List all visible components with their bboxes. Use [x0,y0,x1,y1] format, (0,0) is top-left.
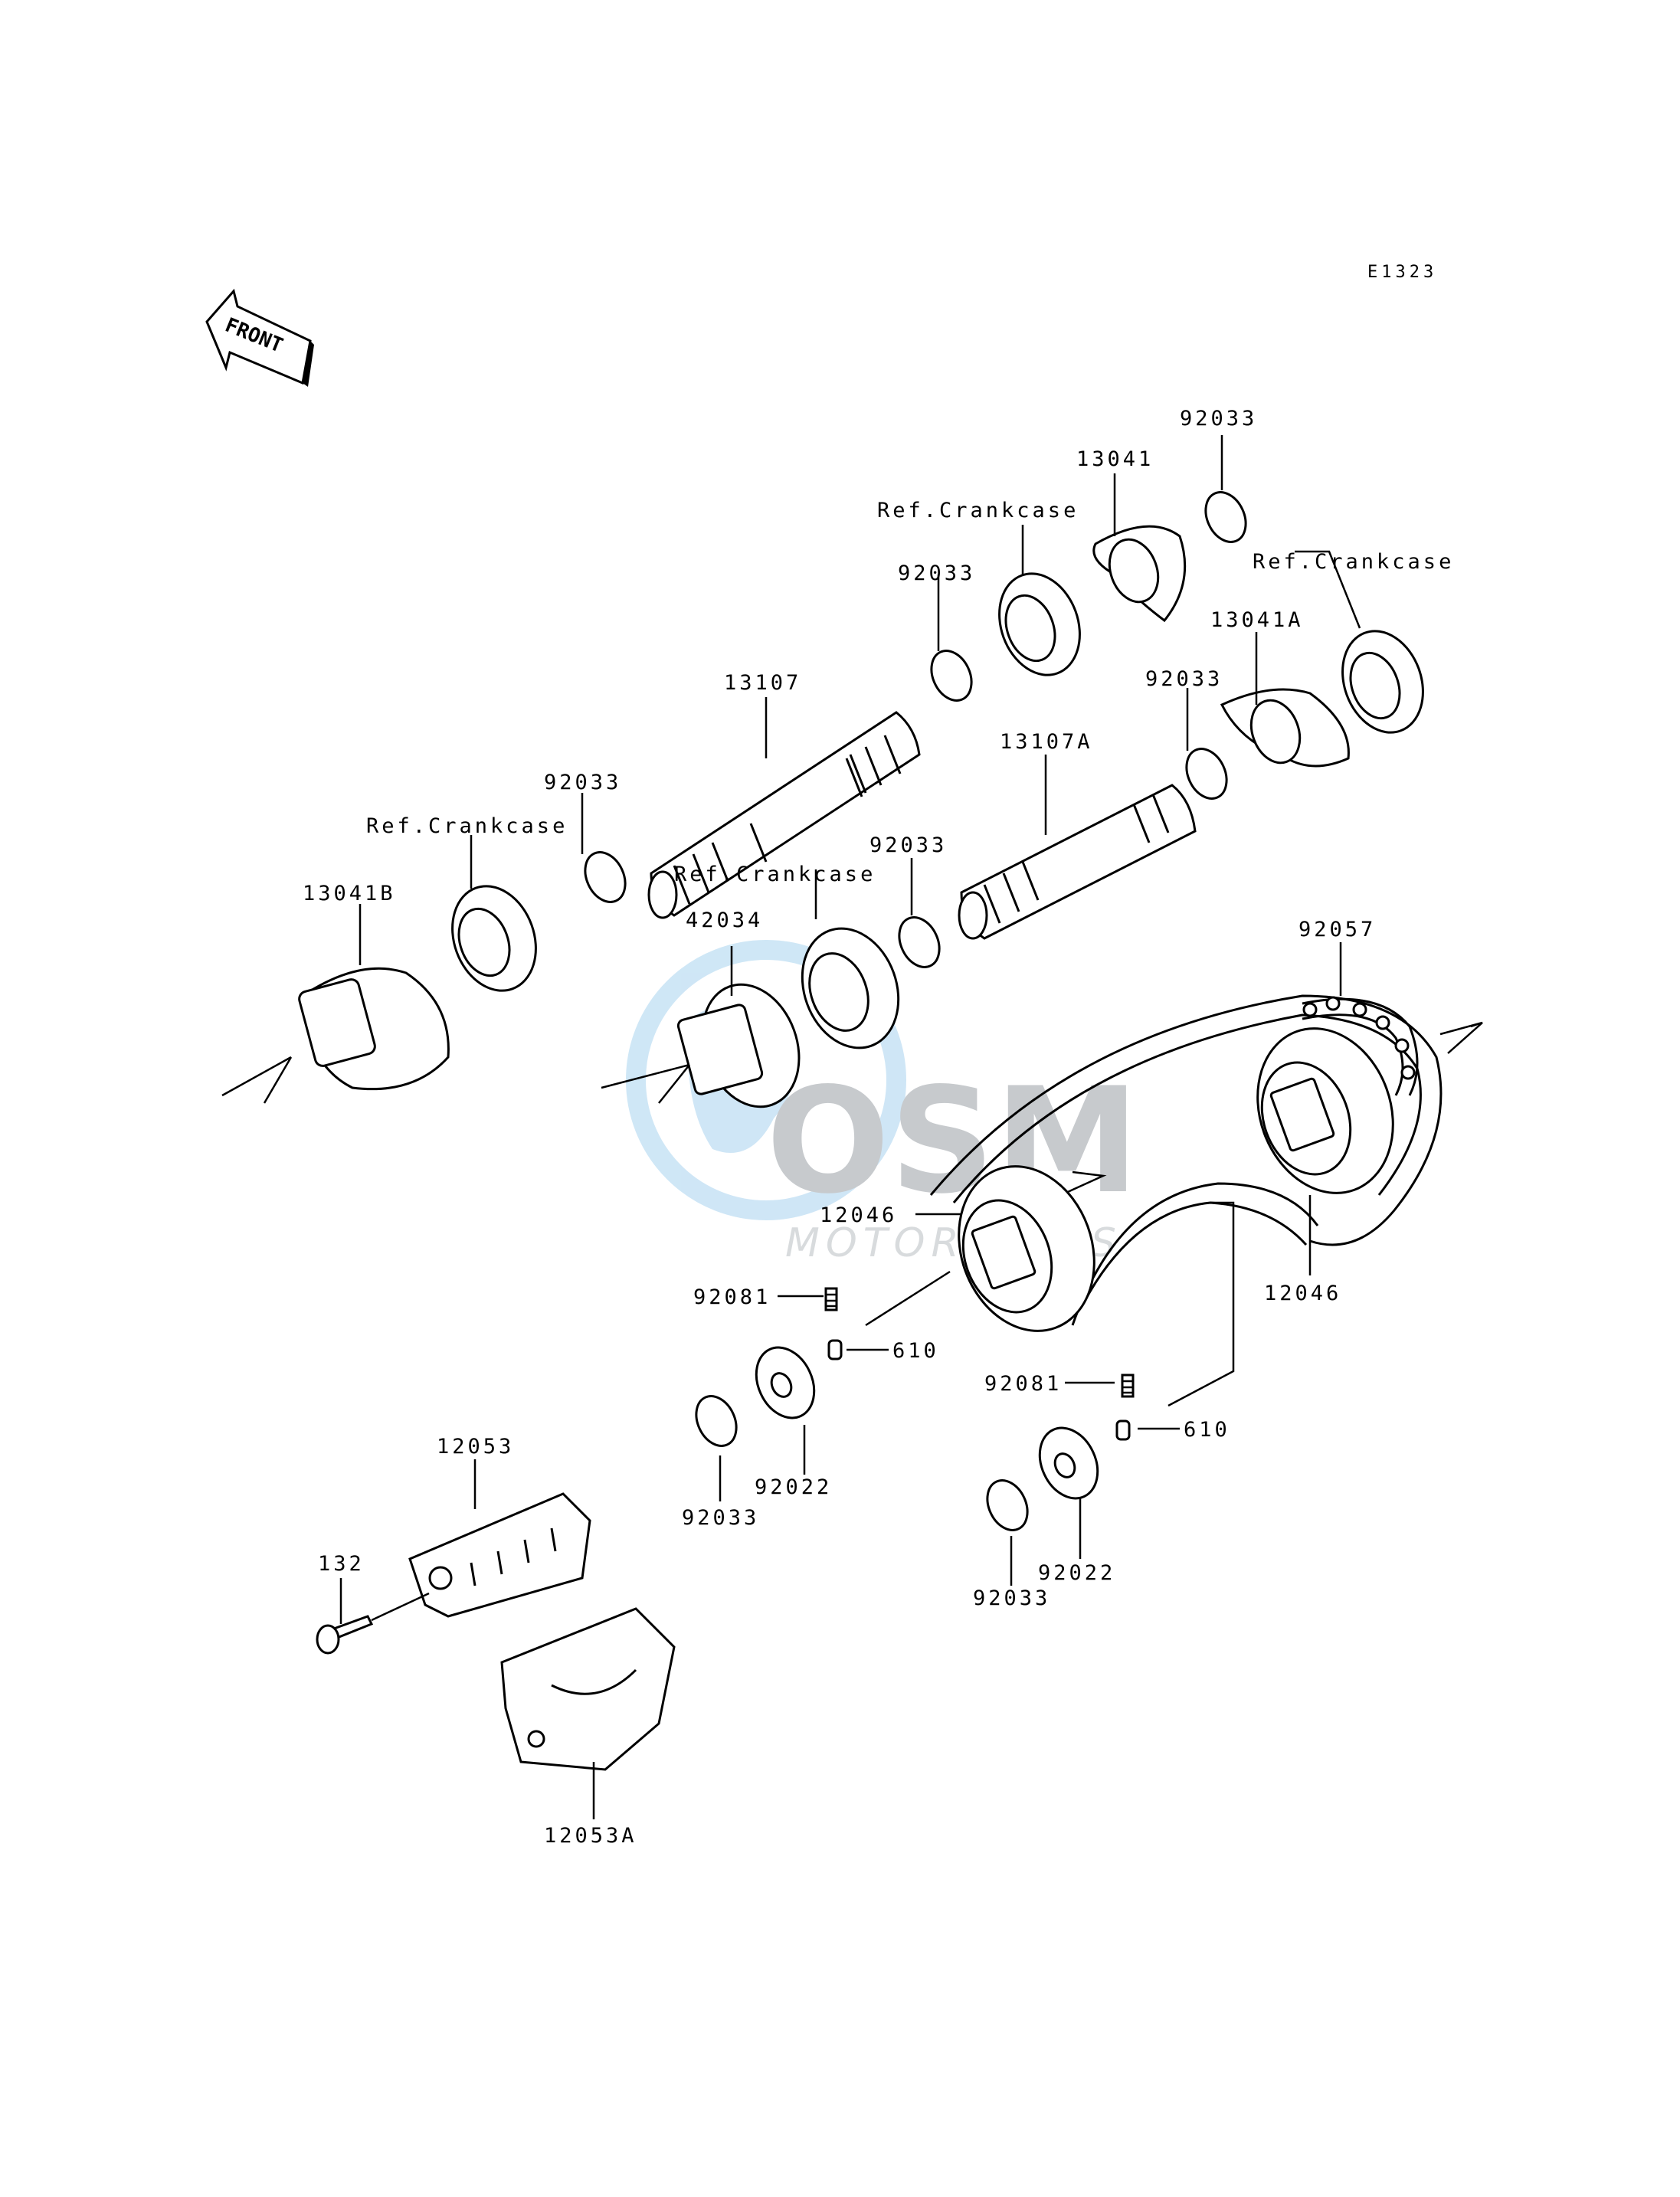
callout-13041B: 13041B [303,882,396,905]
callout-92033: 92033 [1180,407,1257,431]
callout-12053A: 12053A [544,1824,637,1848]
callout-92081: 92081 [984,1372,1062,1396]
shaft-13107 [647,711,921,919]
bearing-ref-crankcase-right [1341,630,1424,734]
sprocket-42034 [676,983,801,1108]
callout-92081: 92081 [693,1285,771,1309]
callout-13107A: 13107A [1000,730,1093,754]
chain-92057 [1302,996,1419,1096]
bearing-ref-crankcase-left [451,885,537,992]
sprocket-12046-right [1256,1027,1394,1194]
callout-610: 610 [1184,1418,1230,1442]
callout-ref-crankcase: Ref.Crankcase [366,814,568,838]
callout-13041A: 13041A [1210,608,1304,632]
callout-labels: 92033 13041 Ref.Crankcase 92033 Ref.Cran… [303,407,1454,1848]
bolt-132 [316,1592,430,1655]
washer-92022-right [1038,1426,1099,1500]
callout-610: 610 [892,1339,939,1363]
callout-92022: 92022 [755,1475,832,1499]
callout-92033: 92033 [544,771,621,794]
pin-610-right [1115,1419,1131,1441]
circlip-92033-e [898,916,941,968]
chain-guide-12053 [408,1492,591,1618]
callout-92033: 92033 [869,833,947,857]
leader-lines [221,435,1361,1819]
callout-ref-crankcase: Ref.Crankcase [1253,550,1454,574]
callout-13107: 13107 [724,671,801,695]
watermark-brand: OSM [766,1056,1139,1226]
callout-12046: 12046 [820,1203,897,1227]
bearing-ref-crankcase-top [998,572,1081,676]
spring-92081-right [1121,1374,1135,1398]
bearing-ref-crankcase-center [801,927,900,1049]
cam-13041 [1092,525,1187,623]
callout-92057: 92057 [1298,918,1376,941]
cam-13041B [298,967,450,1091]
callout-92033: 92033 [898,562,975,585]
diagram-code: E1323 [1367,263,1437,282]
callout-92033: 92033 [973,1586,1050,1610]
callout-92033: 92033 [1145,667,1223,691]
callout-12053: 12053 [437,1435,514,1459]
circlip-92033-top [1204,491,1247,543]
callout-13041: 13041 [1076,447,1154,471]
shaft-13107A [958,784,1197,940]
spring-92081-left [824,1287,838,1311]
pin-610-left [827,1339,843,1360]
callout-92033: 92033 [682,1506,759,1530]
washer-92022-left [755,1346,816,1419]
circlip-92033-d [584,851,627,903]
circlip-92033-g [986,1479,1029,1531]
callout-12046: 12046 [1264,1282,1341,1305]
circlip-92033-f [695,1395,738,1447]
circlip-92033-c [1185,748,1228,800]
callout-92022: 92022 [1038,1561,1115,1585]
cam-13041A [1220,688,1350,768]
circlip-92033-b [930,650,973,702]
callout-132: 132 [318,1552,365,1576]
sprocket-12046-left [958,1165,1095,1332]
callout-42034: 42034 [686,909,763,932]
callout-ref-crankcase: Ref.Crankcase [877,499,1079,522]
callout-ref-crankcase: Ref.Crankcase [674,863,876,886]
front-arrow-icon: FRONT [205,288,314,387]
chain-guide-12053A [500,1607,676,1771]
